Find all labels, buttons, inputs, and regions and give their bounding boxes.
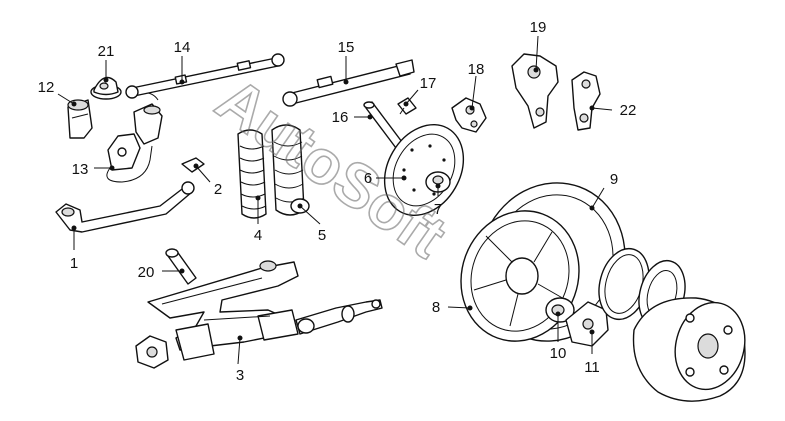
part-11-bearing-housing — [565, 301, 609, 347]
callout-7: 7 — [434, 201, 442, 218]
callout-6: 6 — [364, 170, 372, 187]
part-20-mount-bolt — [165, 248, 197, 285]
callout-12: 12 — [38, 79, 55, 96]
part-bushing-left — [135, 335, 169, 369]
callout-19: 19 — [530, 19, 547, 36]
callout-10: 10 — [550, 345, 567, 362]
part-21-mount-cap — [90, 76, 122, 100]
part-6-brake-disc — [383, 124, 465, 216]
callout-11: 11 — [584, 359, 600, 376]
leader-dots — [71, 67, 595, 341]
part-13-caliper-assembly — [106, 92, 163, 183]
part-18-bracket — [451, 97, 487, 133]
part-10-hub-nut — [545, 297, 575, 323]
part-16-pin — [363, 101, 403, 149]
callout-8: 8 — [432, 299, 440, 316]
part-1-link-arm — [55, 181, 195, 233]
part-3-subframe — [147, 260, 299, 361]
callout-14: 14 — [174, 39, 191, 56]
part-12-bushing — [67, 99, 93, 139]
callout-9: 9 — [610, 171, 618, 188]
callout-1: 1 — [70, 255, 78, 272]
callout-20: 20 — [138, 264, 155, 281]
callout-13: 13 — [72, 161, 89, 178]
callout-22: 22 — [620, 102, 637, 119]
part-drive-link — [295, 299, 383, 335]
callout-2: 2 — [214, 181, 222, 198]
part-14-link-rod — [125, 53, 285, 99]
part-15-tie-rod — [282, 59, 415, 107]
callout-5: 5 — [318, 227, 326, 244]
leader-lines — [57, 35, 613, 365]
part-22-bracket-plate — [571, 71, 601, 131]
part-brake-drum — [632, 297, 746, 402]
part-19-knuckle — [511, 53, 559, 129]
callout-15: 15 — [338, 39, 355, 56]
part-2-clip — [181, 157, 205, 173]
callout-3: 3 — [236, 367, 244, 384]
callout-17: 17 — [420, 75, 437, 92]
callout-labels: 1 2 3 4 5 6 7 8 9 10 11 12 13 14 15 16 1… — [38, 19, 637, 384]
callout-18: 18 — [468, 61, 485, 78]
callout-21: 21 — [98, 43, 115, 60]
callout-4: 4 — [254, 227, 262, 244]
callout-16: 16 — [332, 109, 349, 126]
